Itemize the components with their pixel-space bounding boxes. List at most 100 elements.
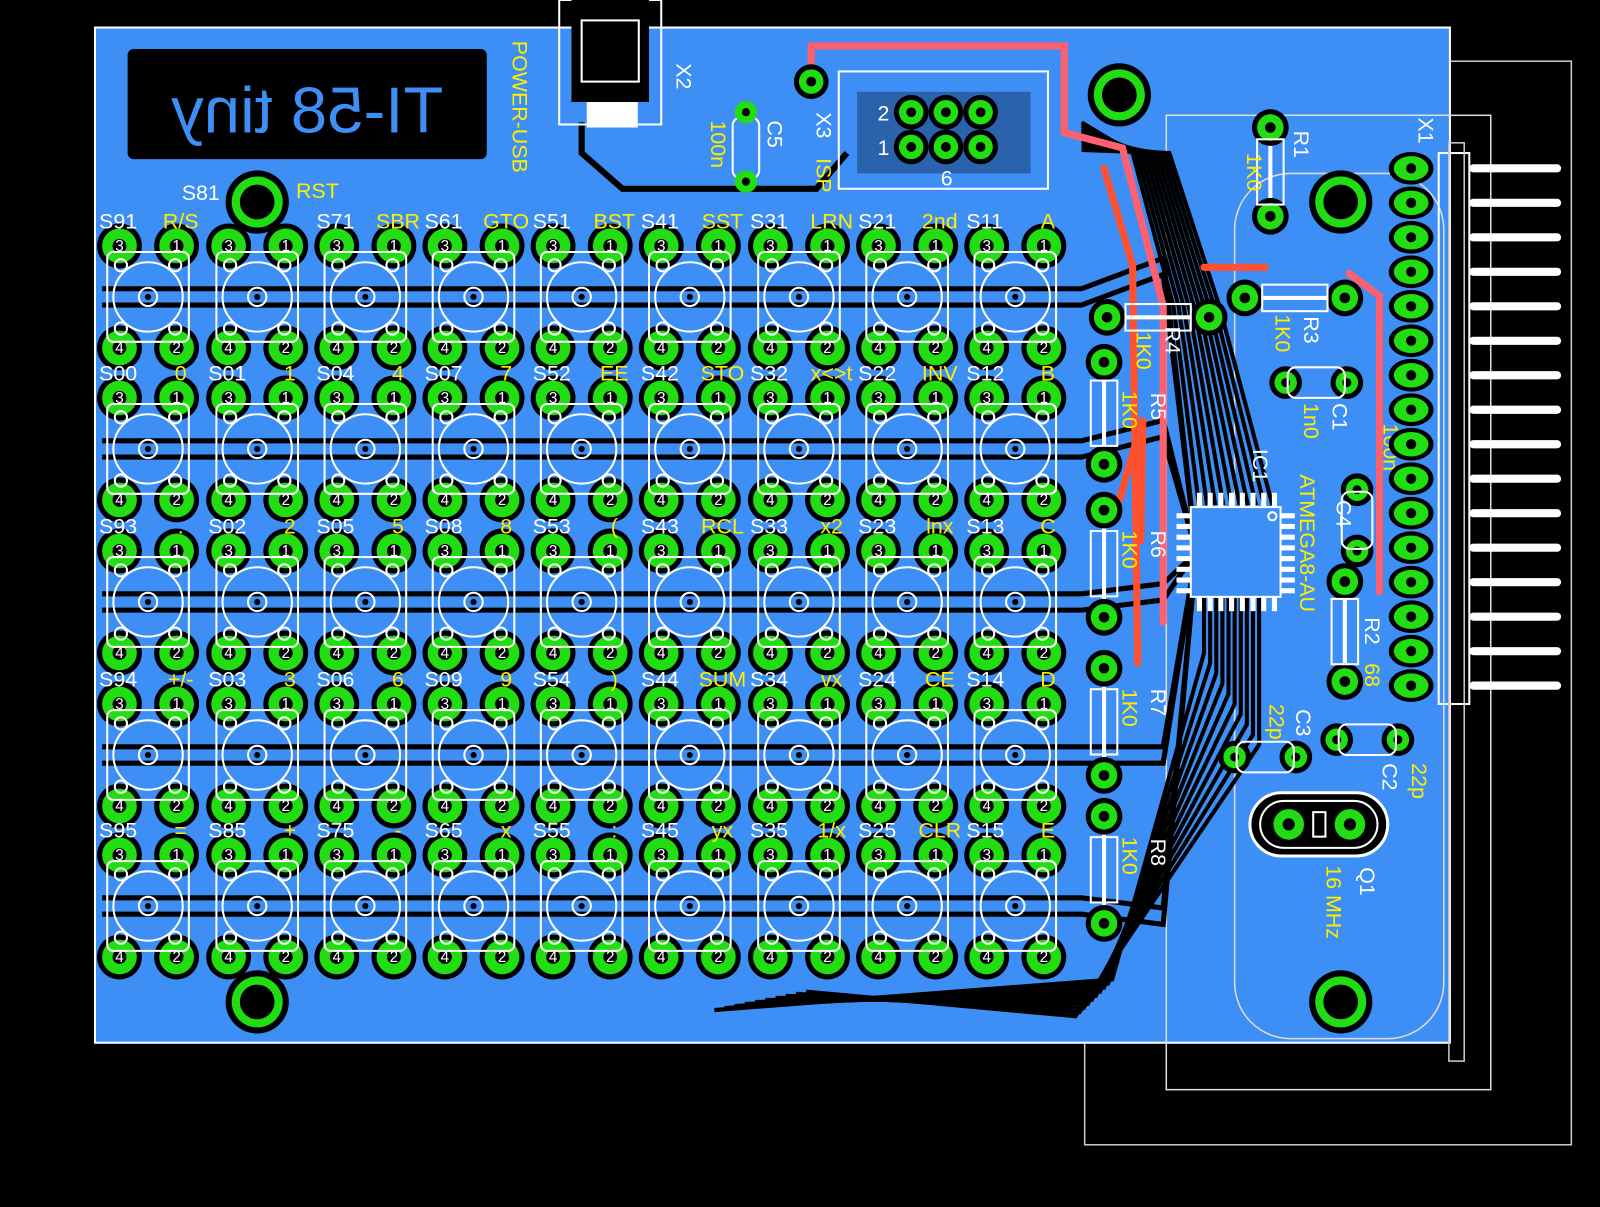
switch-pad-drill	[221, 848, 236, 862]
resistor-pad-drill	[1098, 770, 1110, 781]
switch-pad-drill	[871, 544, 886, 558]
pad-number: 2	[606, 492, 615, 509]
switch-function: INV	[922, 362, 958, 386]
switch-pin-mark	[927, 473, 942, 488]
capacitor-body	[1337, 723, 1397, 757]
pad-number: 1	[1040, 847, 1049, 864]
switch-function: STO	[701, 362, 745, 386]
switch-pad-drill	[979, 493, 994, 507]
ic-pin	[1280, 523, 1295, 530]
mounting-hole	[1323, 984, 1359, 1020]
switch-center-dot	[686, 445, 693, 452]
switch-center-dot	[578, 445, 585, 452]
ic-pin	[1176, 577, 1191, 583]
switch-pin-mark	[818, 410, 834, 425]
switch-button-circle	[112, 566, 184, 638]
switch-center-dot	[904, 445, 911, 452]
switch-pad-drill	[495, 390, 510, 405]
mounting-hole	[1323, 184, 1359, 220]
switch-center	[355, 438, 376, 460]
pad-number: 3	[766, 847, 775, 864]
switch-button-circle	[437, 566, 510, 638]
switch-pin-mark	[1035, 321, 1050, 336]
pad-number: 1	[282, 543, 291, 560]
switch-pin-mark	[980, 626, 996, 641]
switch-pin-mark	[709, 930, 725, 945]
switch-pin-mark	[493, 563, 508, 578]
switch-center-dot	[578, 598, 585, 606]
switch-pad-drill	[820, 340, 835, 355]
pad-number: 1	[498, 696, 507, 713]
switch-pin-mark	[764, 410, 779, 425]
switch-function: GTO	[483, 210, 529, 234]
via-drill	[806, 76, 817, 87]
capacitor-pad-drill	[1393, 735, 1403, 745]
switch-center	[137, 286, 159, 308]
switch-function: D	[1040, 668, 1055, 692]
switch-pad-drill	[438, 799, 452, 813]
ic1-label: IC1	[1248, 449, 1272, 482]
switch-pin-mark	[547, 626, 562, 641]
switch-button-circle	[437, 719, 510, 791]
isp-pad-drill	[906, 142, 917, 152]
switch-function: 3	[284, 668, 296, 692]
pad-number: 2	[282, 798, 291, 815]
pad-number: 3	[115, 238, 124, 255]
switch-pad-drill	[820, 950, 835, 964]
switch-pin-mark	[331, 410, 346, 425]
switch-pin-mark	[547, 473, 562, 488]
resistor-pad-drill	[1203, 312, 1215, 323]
trace	[102, 433, 1197, 544]
switch-outline	[757, 709, 841, 801]
switch-center	[679, 895, 701, 917]
switch-pad-drill	[820, 238, 835, 253]
switch-center-dot	[362, 293, 369, 300]
x1-pad-drill	[1406, 370, 1417, 381]
isp-pad-drill	[941, 142, 951, 152]
switch-pad-drill	[278, 544, 293, 558]
pad-number: 2	[390, 492, 399, 509]
switch-outline	[539, 860, 624, 952]
switch-outline	[106, 556, 190, 648]
switch-pin-mark	[385, 258, 400, 273]
pad-number: 3	[766, 543, 775, 560]
pad-number: 2	[498, 949, 507, 966]
switch-name: S12	[966, 362, 1004, 386]
switch-pin-mark	[168, 779, 183, 794]
switch-pad-drill	[654, 848, 669, 862]
switch-pad-drill	[278, 799, 293, 813]
switch-pad-drill	[1036, 697, 1051, 711]
pad-number: 2	[823, 492, 832, 509]
switch-pad-drill	[928, 544, 943, 558]
switch-pad-drill	[1036, 340, 1051, 355]
switch-pin-mark	[601, 410, 616, 425]
x1-pin	[1469, 336, 1562, 345]
pad-number: 3	[333, 847, 342, 864]
switch-pad-drill	[278, 848, 293, 862]
switch-pin-mark	[385, 626, 400, 641]
switch-pad-drill	[1036, 799, 1051, 813]
switch-pad-drill	[763, 493, 778, 507]
pad-number: 3	[657, 696, 666, 713]
switch-pin-mark	[331, 321, 346, 336]
switch-button-circle	[871, 719, 943, 791]
capacitor-drill	[741, 177, 751, 186]
switch-outline	[865, 403, 949, 495]
switch-pad-drill	[329, 390, 344, 405]
switch-pad-drill	[221, 697, 236, 711]
switch-pad-drill	[871, 340, 886, 355]
switch-pin-mark	[764, 321, 779, 336]
ic-pin	[1229, 492, 1235, 508]
switch-pad-drill	[278, 950, 293, 964]
switch-pad-drill	[820, 799, 835, 813]
pad-number: 3	[874, 847, 883, 864]
switch-pad-drill	[1036, 390, 1051, 405]
switch-pad-drill	[495, 646, 510, 660]
pad-number: 2	[714, 949, 723, 966]
switch-pin-mark	[709, 321, 725, 336]
switch-pad-drill	[763, 697, 778, 711]
